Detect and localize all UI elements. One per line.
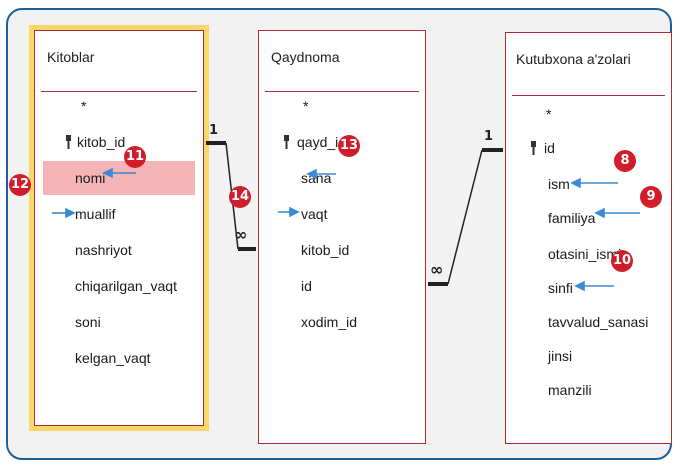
field-otasini-ismi[interactable]: otasini_ismi — [548, 246, 622, 262]
badge-11: 11 — [124, 146, 146, 168]
badge-8: 8 — [614, 150, 636, 172]
field-kitob-id[interactable]: kitob_id — [35, 125, 203, 159]
field-kelgan-vaqt[interactable]: kelgan_vaqt — [75, 350, 151, 366]
title-separator — [265, 91, 419, 92]
table-kitoblar[interactable]: Kitoblar * kitob_id nomi muallif nashriy… — [29, 25, 209, 431]
badge-13: 13 — [338, 135, 360, 157]
table-title: Kitoblar — [47, 49, 95, 65]
table-kutubxona-azolari[interactable]: Kutubxona a'zolari * id ism familiya ota… — [505, 32, 672, 444]
field-id[interactable]: id — [301, 278, 312, 294]
field-kitob-id[interactable]: kitob_id — [301, 242, 350, 258]
table-title: Kutubxona a'zolari — [516, 51, 631, 67]
title-separator — [41, 91, 197, 92]
field-xodim-id[interactable]: xodim_id — [301, 314, 358, 330]
primary-key-icon — [66, 135, 71, 149]
field-ism[interactable]: ism — [548, 176, 570, 192]
field-sana[interactable]: sana — [301, 170, 332, 186]
field-all[interactable]: * — [81, 98, 87, 114]
field-qayd-id[interactable]: qayd_id — [259, 125, 425, 159]
field-id[interactable]: id — [506, 131, 671, 165]
primary-key-icon — [284, 135, 289, 149]
table-title: Qaydnoma — [271, 49, 340, 65]
field-tavvalud-sanasi[interactable]: tavvalud_sanasi — [548, 314, 649, 330]
badge-9: 9 — [640, 186, 662, 208]
table-qaydnoma[interactable]: Qaydnoma * qayd_id sana vaqt kitob_id id… — [258, 30, 426, 444]
field-jinsi[interactable]: jinsi — [548, 348, 573, 364]
field-muallif[interactable]: muallif — [75, 206, 116, 222]
field-all[interactable]: * — [303, 98, 309, 114]
field-manzili[interactable]: manzili — [548, 382, 592, 398]
badge-12: 12 — [9, 174, 31, 196]
field-familiya[interactable]: familiya — [548, 210, 596, 226]
field-vaqt[interactable]: vaqt — [301, 206, 328, 222]
field-nomi[interactable]: nomi — [43, 161, 195, 195]
field-nashriyot[interactable]: nashriyot — [75, 242, 132, 258]
primary-key-icon — [531, 141, 536, 155]
field-chiqarilgan-vaqt[interactable]: chiqarilgan_vaqt — [75, 278, 177, 294]
field-all[interactable]: * — [546, 106, 552, 122]
field-sinfi[interactable]: sinfi — [548, 280, 573, 296]
field-soni[interactable]: soni — [75, 314, 101, 330]
badge-10: 10 — [611, 250, 633, 272]
title-separator — [512, 95, 665, 96]
badge-14: 14 — [229, 186, 251, 208]
